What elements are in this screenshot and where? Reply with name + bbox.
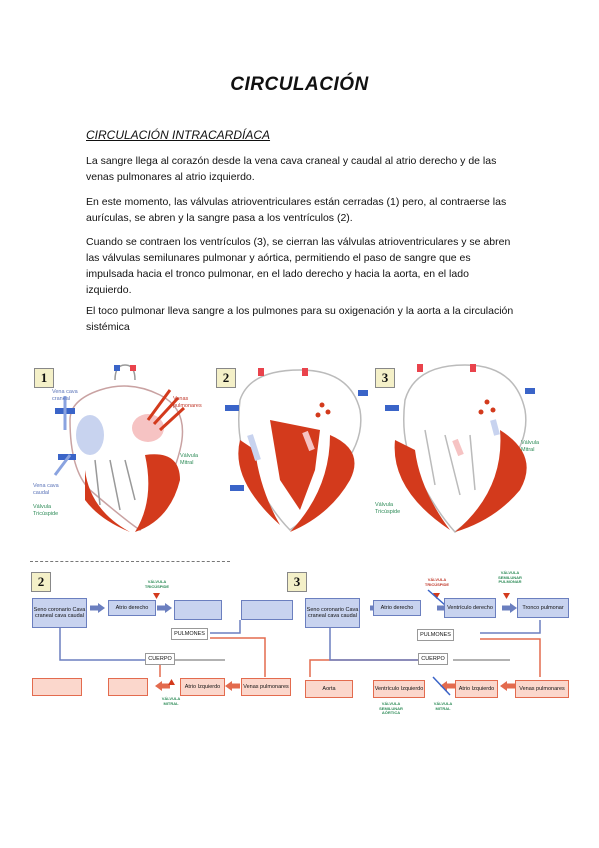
box-pulmones: PULMONES bbox=[171, 628, 208, 640]
box-venas-pulmonares: Venas pulmonares bbox=[515, 680, 569, 698]
box-tronco-pulmonar: Tronco pulmonar bbox=[517, 598, 569, 618]
label-vena-cava-craneal: Vena cava craneal bbox=[52, 389, 78, 402]
paragraph-3: Cuando se contraen los ventrículos (3), … bbox=[86, 236, 511, 296]
label-valvula-tricuspide: Válvula Tricúspide bbox=[33, 504, 59, 517]
panel-number: 3 bbox=[375, 368, 395, 388]
valve-label-tricuspide: VÁLVULA TRICÚSPIDE bbox=[144, 579, 170, 589]
heart-panel-2: 2 bbox=[210, 360, 385, 535]
heart-illustration-3 bbox=[385, 364, 535, 534]
box-ventriculo-izquierdo: Ventrículo Izquierdo bbox=[373, 680, 425, 698]
flow-diagram-2-arrows bbox=[59, 593, 266, 691]
valve-label-tricuspide: VÁLVULA TRICÚSPIDE bbox=[424, 577, 450, 587]
valve-label-semilunar-pulmonar: VÁLVULA SEMILUNAR PULMONAR bbox=[498, 570, 522, 585]
paragraph-4: El toco pulmonar lleva sangre a los pulm… bbox=[86, 305, 514, 333]
paragraph-2: En este momento, las válvulas atrioventr… bbox=[86, 196, 507, 224]
label-valvula-tricuspide: Válvula Tricúspide bbox=[375, 502, 401, 515]
label-valvula-mitral: Válvula Mitral bbox=[180, 453, 199, 466]
label-venas-pulmonares: Venas pulmonares bbox=[173, 396, 202, 409]
heart-panel-3: 3 Válvula Mitral Válvula Tricúspide bbox=[375, 360, 550, 535]
box-atrio-derecho: Atrio derecho bbox=[373, 600, 421, 616]
heart-panel-1: 1 Vena cava craneal Venas pulmonares Vál… bbox=[30, 360, 205, 535]
section-divider bbox=[30, 561, 230, 562]
box-cuerpo: CUERPO bbox=[418, 653, 448, 665]
box-atrio-izquierdo: Atrio Izquierdo bbox=[455, 680, 498, 698]
box-seno-coronario: Seno coronario Cava craneal cava caudal bbox=[305, 598, 360, 628]
box-empty-left-ventricle bbox=[108, 678, 148, 696]
box-pulmones: PULMONES bbox=[417, 629, 454, 641]
valve-label-mitral: VÁLVULA MITRAL bbox=[161, 696, 181, 706]
section-subtitle: CIRCULACIÓN INTRACARDÍACA bbox=[86, 128, 271, 142]
box-empty-ventricle bbox=[174, 600, 222, 620]
label-vena-cava-caudal: Vena cava caudal bbox=[33, 483, 59, 496]
label-valvula-mitral: Válvula Mitral bbox=[521, 440, 540, 453]
flow-number: 3 bbox=[287, 572, 307, 592]
box-ventriculo-derecho: Ventrículo derecho bbox=[444, 598, 496, 618]
panel-number: 2 bbox=[216, 368, 236, 388]
heart-illustration-2 bbox=[225, 368, 368, 532]
document-title: CIRCULACIÓN bbox=[230, 74, 369, 95]
valve-label-mitral: VÁLVULA MITRAL bbox=[433, 701, 453, 711]
flow-number: 2 bbox=[31, 572, 51, 592]
box-cuerpo: CUERPO bbox=[145, 653, 175, 665]
panel-number: 1 bbox=[34, 368, 54, 388]
valve-label-semilunar-aortica: VÁLVULA SEMILUNAR AÓRTICA bbox=[379, 701, 403, 716]
box-atrio-izquierdo: Atrio Izquierdo bbox=[180, 678, 225, 696]
box-empty-trunk bbox=[241, 600, 293, 620]
box-empty-aorta bbox=[32, 678, 82, 696]
box-venas-pulmonares: Venas pulmonares bbox=[241, 678, 291, 696]
heart-illustration-1 bbox=[53, 364, 186, 532]
box-atrio-derecho: Atrio derecho bbox=[108, 600, 156, 616]
box-aorta: Aorta bbox=[305, 680, 353, 698]
box-seno-coronario: Seno coronario Cava craneal cava caudal bbox=[32, 598, 87, 628]
paragraph-1: La sangre llega al corazón desde la vena… bbox=[86, 155, 497, 183]
